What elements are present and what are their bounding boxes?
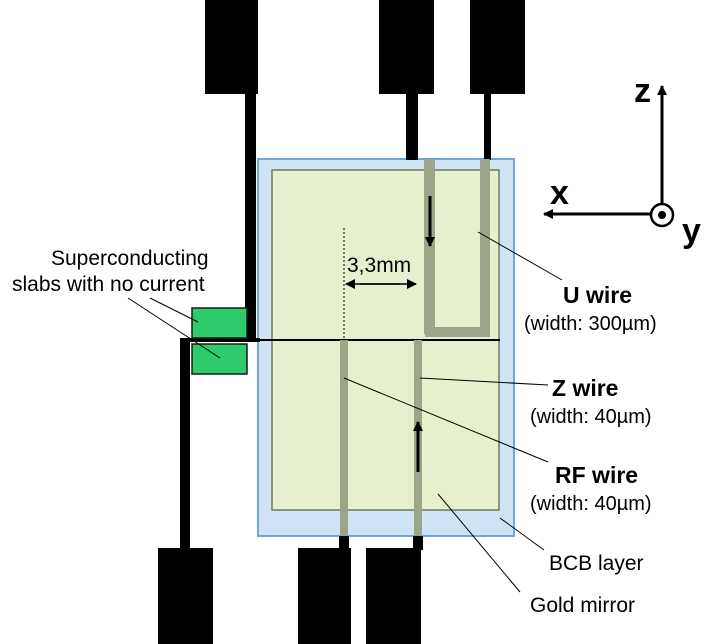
pad-bottom-center-right: [366, 548, 421, 644]
superconducting-label-line1: Superconducting: [51, 247, 209, 270]
pad-bottom-left: [158, 548, 213, 644]
superconducting-label-line2: slabs with no current: [12, 273, 205, 296]
leader-superconducting-1: [149, 297, 199, 323]
leader-rf-wire: [343, 377, 549, 463]
z-wire-title: Z wire: [552, 375, 618, 401]
lead-z-bottom: [413, 536, 423, 550]
u-wire-width: (width: 300µm): [524, 313, 657, 335]
y-axis-label: y: [682, 212, 701, 250]
rf-wire-title: RF wire: [555, 462, 638, 488]
distance-label: 3,3mm: [347, 254, 411, 277]
superconducting-slab-bottom: [191, 343, 248, 375]
leader-z-wire: [419, 377, 549, 386]
z-axis-label: z: [634, 72, 651, 110]
lead-z-top: [406, 92, 418, 160]
y-axis-dot: [658, 211, 666, 219]
superconducting-slab-top: [191, 307, 248, 339]
bcb-layer-label: BCB layer: [549, 552, 644, 575]
z-wire-width: (width: 40µm): [530, 406, 652, 428]
pad-top-center: [379, 0, 434, 94]
x-axis-label: x: [550, 174, 569, 212]
rf-wire-width: (width: 40µm): [530, 493, 652, 515]
pad-top-left: [205, 0, 258, 94]
leader-superconducting-2: [127, 297, 221, 359]
lead-u-top-thin: [464, 0, 470, 92]
leader-gold-mirror: [437, 493, 521, 593]
leader-bcb-layer: [499, 517, 545, 551]
pad-bottom-center-left: [298, 548, 351, 644]
pad-top-right: [470, 0, 525, 94]
lead-left-bottom: [180, 340, 190, 550]
u-wire-title: U wire: [563, 282, 632, 308]
lead-u-top-1: [484, 92, 491, 160]
gold-mirror-label: Gold mirror: [530, 594, 635, 617]
pad-notch: [434, 0, 470, 12]
leader-u-wire: [477, 231, 563, 281]
lead-rf-bottom: [339, 536, 349, 550]
z-wire-top-segment: [424, 159, 431, 334]
lead-left-top: [245, 92, 256, 342]
rf-wire-segment: [340, 340, 348, 536]
